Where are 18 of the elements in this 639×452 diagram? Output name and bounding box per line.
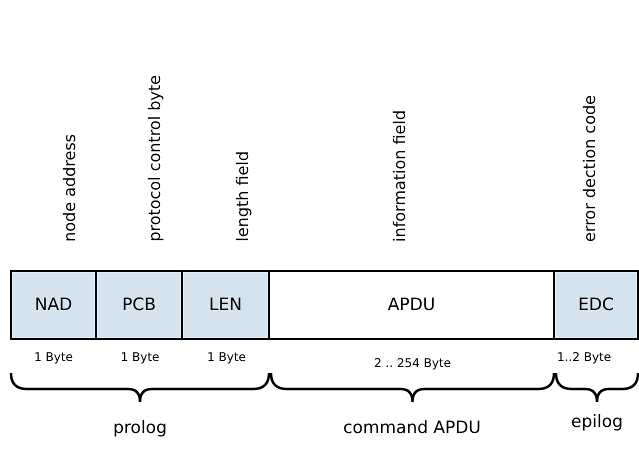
group-label: prolog (113, 418, 167, 438)
field-description: information field (390, 110, 410, 242)
field-cell: LEN (181, 270, 270, 340)
field-description: length field (233, 151, 253, 242)
field-cell: APDU (268, 270, 555, 340)
byte-size: 1 Byte (207, 350, 246, 364)
field-description: error dection code (580, 95, 600, 242)
field-description: node address (60, 134, 80, 242)
group-label: command APDU (343, 418, 481, 438)
byte-size: 1 Byte (120, 350, 160, 364)
field-cell: EDC (553, 270, 639, 340)
byte-size: 1..2 Byte (557, 350, 612, 364)
field-cell: NAD (10, 270, 97, 340)
group-label: epilog (571, 412, 623, 432)
byte-size: 2 .. 254 Byte (374, 356, 452, 370)
byte-size: 1 Byte (34, 350, 73, 364)
field-description: protocol control byte (145, 75, 165, 242)
field-cell: PCB (95, 270, 183, 340)
